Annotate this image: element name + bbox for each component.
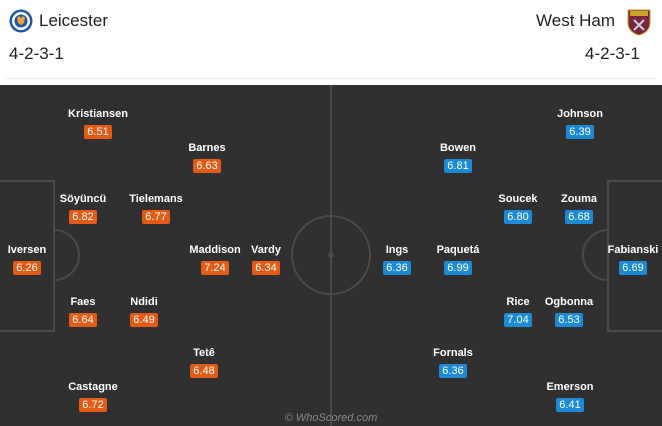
match-header: Leicester 4-2-3-1 West Ham 4-2-3-1 bbox=[0, 0, 662, 85]
pitch: Kristiansen 6.51 Barnes 6.63 Söyüncü 6.8… bbox=[0, 85, 662, 426]
away-player[interactable]: Zouma 6.68 bbox=[544, 193, 614, 225]
player-name: Barnes bbox=[188, 142, 226, 154]
player-name: Castagne bbox=[68, 381, 118, 393]
player-rating: 6.80 bbox=[504, 210, 532, 224]
away-player[interactable]: Johnson 6.39 bbox=[545, 108, 615, 140]
player-rating: 6.49 bbox=[130, 313, 158, 327]
leicester-crest-icon bbox=[9, 9, 33, 33]
home-player[interactable]: Castagne 6.72 bbox=[58, 381, 128, 413]
away-player[interactable]: Paquetá 6.99 bbox=[423, 244, 493, 276]
home-player[interactable]: Maddison 7.24 bbox=[180, 244, 250, 276]
player-rating: 6.48 bbox=[190, 364, 218, 378]
player-rating: 6.26 bbox=[13, 261, 41, 275]
away-player[interactable]: Rice 7.04 bbox=[483, 296, 553, 328]
player-name: Soucek bbox=[498, 193, 538, 205]
player-name: Johnson bbox=[557, 108, 603, 120]
home-player[interactable]: Iversen 6.26 bbox=[0, 244, 62, 276]
player-name: Kristiansen bbox=[68, 108, 128, 120]
player-rating: 7.24 bbox=[201, 261, 229, 275]
player-name: Söyüncü bbox=[59, 193, 107, 205]
west-ham-crest-icon bbox=[627, 9, 651, 36]
player-rating: 6.81 bbox=[444, 159, 472, 173]
player-rating: 6.77 bbox=[142, 210, 170, 224]
player-rating: 6.36 bbox=[439, 364, 467, 378]
away-player[interactable]: Ogbonna 6.53 bbox=[534, 296, 604, 328]
player-rating: 6.39 bbox=[566, 125, 594, 139]
home-team-name: Leicester bbox=[39, 11, 108, 30]
home-player[interactable]: Vardy 6.34 bbox=[231, 244, 301, 276]
away-player[interactable]: Bowen 6.81 bbox=[423, 142, 493, 174]
player-name: Faes bbox=[70, 296, 96, 308]
player-name: Bowen bbox=[439, 142, 477, 154]
home-player[interactable]: Tetê 6.48 bbox=[169, 347, 239, 379]
player-rating: 6.34 bbox=[252, 261, 280, 275]
player-name: Zouma bbox=[560, 193, 598, 205]
player-rating: 6.63 bbox=[193, 159, 221, 173]
player-name: Tetê bbox=[193, 347, 215, 359]
home-player[interactable]: Faes 6.64 bbox=[48, 296, 118, 328]
player-rating: 7.04 bbox=[504, 313, 532, 327]
away-player[interactable]: Emerson 6.41 bbox=[535, 381, 605, 413]
away-formation: 4-2-3-1 bbox=[585, 44, 640, 63]
away-player[interactable]: Soucek 6.80 bbox=[483, 193, 553, 225]
player-rating: 6.41 bbox=[556, 398, 584, 412]
player-name: Iversen bbox=[7, 244, 47, 256]
player-rating: 6.36 bbox=[383, 261, 411, 275]
player-name: Ogbonna bbox=[544, 296, 594, 308]
player-rating: 6.53 bbox=[555, 313, 583, 327]
player-rating: 6.72 bbox=[79, 398, 107, 412]
player-rating: 6.64 bbox=[69, 313, 97, 327]
home-player[interactable]: Söyüncü 6.82 bbox=[48, 193, 118, 225]
home-player[interactable]: Ndidi 6.49 bbox=[109, 296, 179, 328]
away-player[interactable]: Fabianski 6.69 bbox=[598, 244, 662, 276]
player-rating: 6.51 bbox=[84, 125, 112, 139]
player-rating: 6.69 bbox=[619, 261, 647, 275]
player-name: Tielemans bbox=[129, 193, 183, 205]
player-name: Rice bbox=[506, 296, 530, 308]
away-player[interactable]: Fornals 6.36 bbox=[418, 347, 488, 379]
home-player[interactable]: Barnes 6.63 bbox=[172, 142, 242, 174]
home-formation: 4-2-3-1 bbox=[9, 44, 64, 63]
player-rating: 6.99 bbox=[444, 261, 472, 275]
player-name: Fornals bbox=[433, 347, 473, 359]
player-name: Paquetá bbox=[436, 244, 480, 256]
watermark: © WhoScored.com bbox=[284, 412, 378, 424]
player-name: Vardy bbox=[251, 244, 281, 256]
player-name: Ings bbox=[385, 244, 409, 256]
away-player[interactable]: Ings 6.36 bbox=[362, 244, 432, 276]
player-name: Maddison bbox=[189, 244, 241, 256]
player-rating: 6.82 bbox=[69, 210, 97, 224]
pitch-markings bbox=[0, 85, 662, 426]
player-name: Ndidi bbox=[130, 296, 158, 308]
player-name: Fabianski bbox=[607, 244, 659, 256]
player-name: Emerson bbox=[546, 381, 594, 393]
home-player[interactable]: Tielemans 6.77 bbox=[121, 193, 191, 225]
home-player[interactable]: Kristiansen 6.51 bbox=[63, 108, 133, 140]
away-team-name: West Ham bbox=[536, 11, 616, 30]
header-divider bbox=[6, 78, 656, 79]
player-rating: 6.68 bbox=[565, 210, 593, 224]
